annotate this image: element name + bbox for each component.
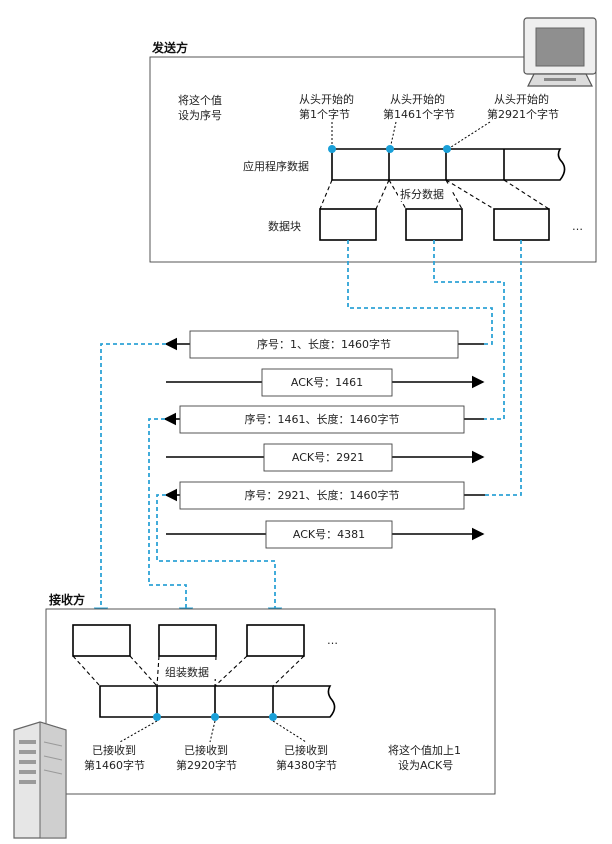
offset-leader-3 <box>447 121 491 150</box>
ack-3-label: ACK号：4381 <box>293 528 365 541</box>
offset-label-1-line1: 从头开始的 <box>299 92 354 106</box>
sender-path-3 <box>485 240 522 496</box>
packet-1-box <box>189 330 459 359</box>
server-icon <box>13 721 67 839</box>
offset-dot-3 <box>443 145 451 153</box>
ack-3-box <box>265 520 393 549</box>
sender-path-1 <box>347 240 493 345</box>
sender-title: 发送方 <box>151 40 188 55</box>
received-label-2-line1: 已接收到 <box>184 743 228 757</box>
app-data-stream <box>331 148 566 181</box>
receiver-path-3 <box>156 494 283 622</box>
receiver-data-stream <box>99 685 336 718</box>
split-label: 拆分数据 <box>400 187 444 201</box>
received-dot-1 <box>153 713 161 721</box>
ack-2-label: ACK号：2921 <box>292 451 364 464</box>
received-label-2-line2: 第2920字节 <box>176 758 237 772</box>
offset-label-2-line2: 第1461个字节 <box>383 107 455 121</box>
packet-3-label: 序号：2921、长度：1460字节 <box>245 488 400 502</box>
offset-dot-1 <box>328 145 336 153</box>
received-label-1-line1: 已接收到 <box>92 743 136 757</box>
ack-1-label: ACK号：1461 <box>291 376 363 389</box>
offset-label-3-line2: 第2921个字节 <box>487 107 559 121</box>
packet-3-box <box>179 481 465 510</box>
offset-leader-2 <box>389 121 397 150</box>
offset-label-2-line1: 从头开始的 <box>390 92 445 106</box>
receiver-block-2 <box>158 624 217 657</box>
ack-2-box <box>263 443 393 472</box>
receiver-note-line1: 将这个值加上1 <box>388 743 461 757</box>
receiver-block-3 <box>246 624 305 657</box>
received-label-3-line1: 已接收到 <box>284 743 328 757</box>
sender-block-1 <box>319 208 377 241</box>
sender-note-line1: 将这个值 <box>178 93 222 107</box>
received-label-1-line2: 第1460字节 <box>84 758 145 772</box>
receiver-note-line2: 设为ACK号 <box>398 759 453 772</box>
blocks-label: 数据块 <box>268 219 301 233</box>
offset-label-3-line1: 从头开始的 <box>494 92 549 106</box>
packet-1-label: 序号：1、长度：1460字节 <box>257 337 391 351</box>
receiver-path-2 <box>148 418 194 622</box>
sender-ellipsis: … <box>572 220 583 233</box>
packet-2-box <box>179 405 465 434</box>
ack-1-box <box>261 368 393 397</box>
received-label-3-line2: 第4380字节 <box>276 758 337 772</box>
computer-icon <box>523 17 597 87</box>
offset-label-1-line2: 第1个字节 <box>299 107 350 121</box>
receiver-ellipsis: … <box>327 634 338 647</box>
packet-2-label: 序号：1461、长度：1460字节 <box>245 412 400 426</box>
received-dot-2 <box>211 713 219 721</box>
receiver-block-1 <box>72 624 131 657</box>
sender-block-2 <box>405 208 463 241</box>
received-dot-3 <box>269 713 277 721</box>
sender-note-line2: 设为序号 <box>178 108 222 122</box>
receiver-title: 接收方 <box>49 592 85 607</box>
split-lines <box>319 179 550 210</box>
sender-path-2 <box>433 240 505 420</box>
assemble-label: 组装数据 <box>165 665 209 679</box>
app-data-label: 应用程序数据 <box>243 159 309 173</box>
sender-block-3 <box>493 208 550 241</box>
receiver-path-1 <box>93 343 166 622</box>
offset-dot-2 <box>386 145 394 153</box>
